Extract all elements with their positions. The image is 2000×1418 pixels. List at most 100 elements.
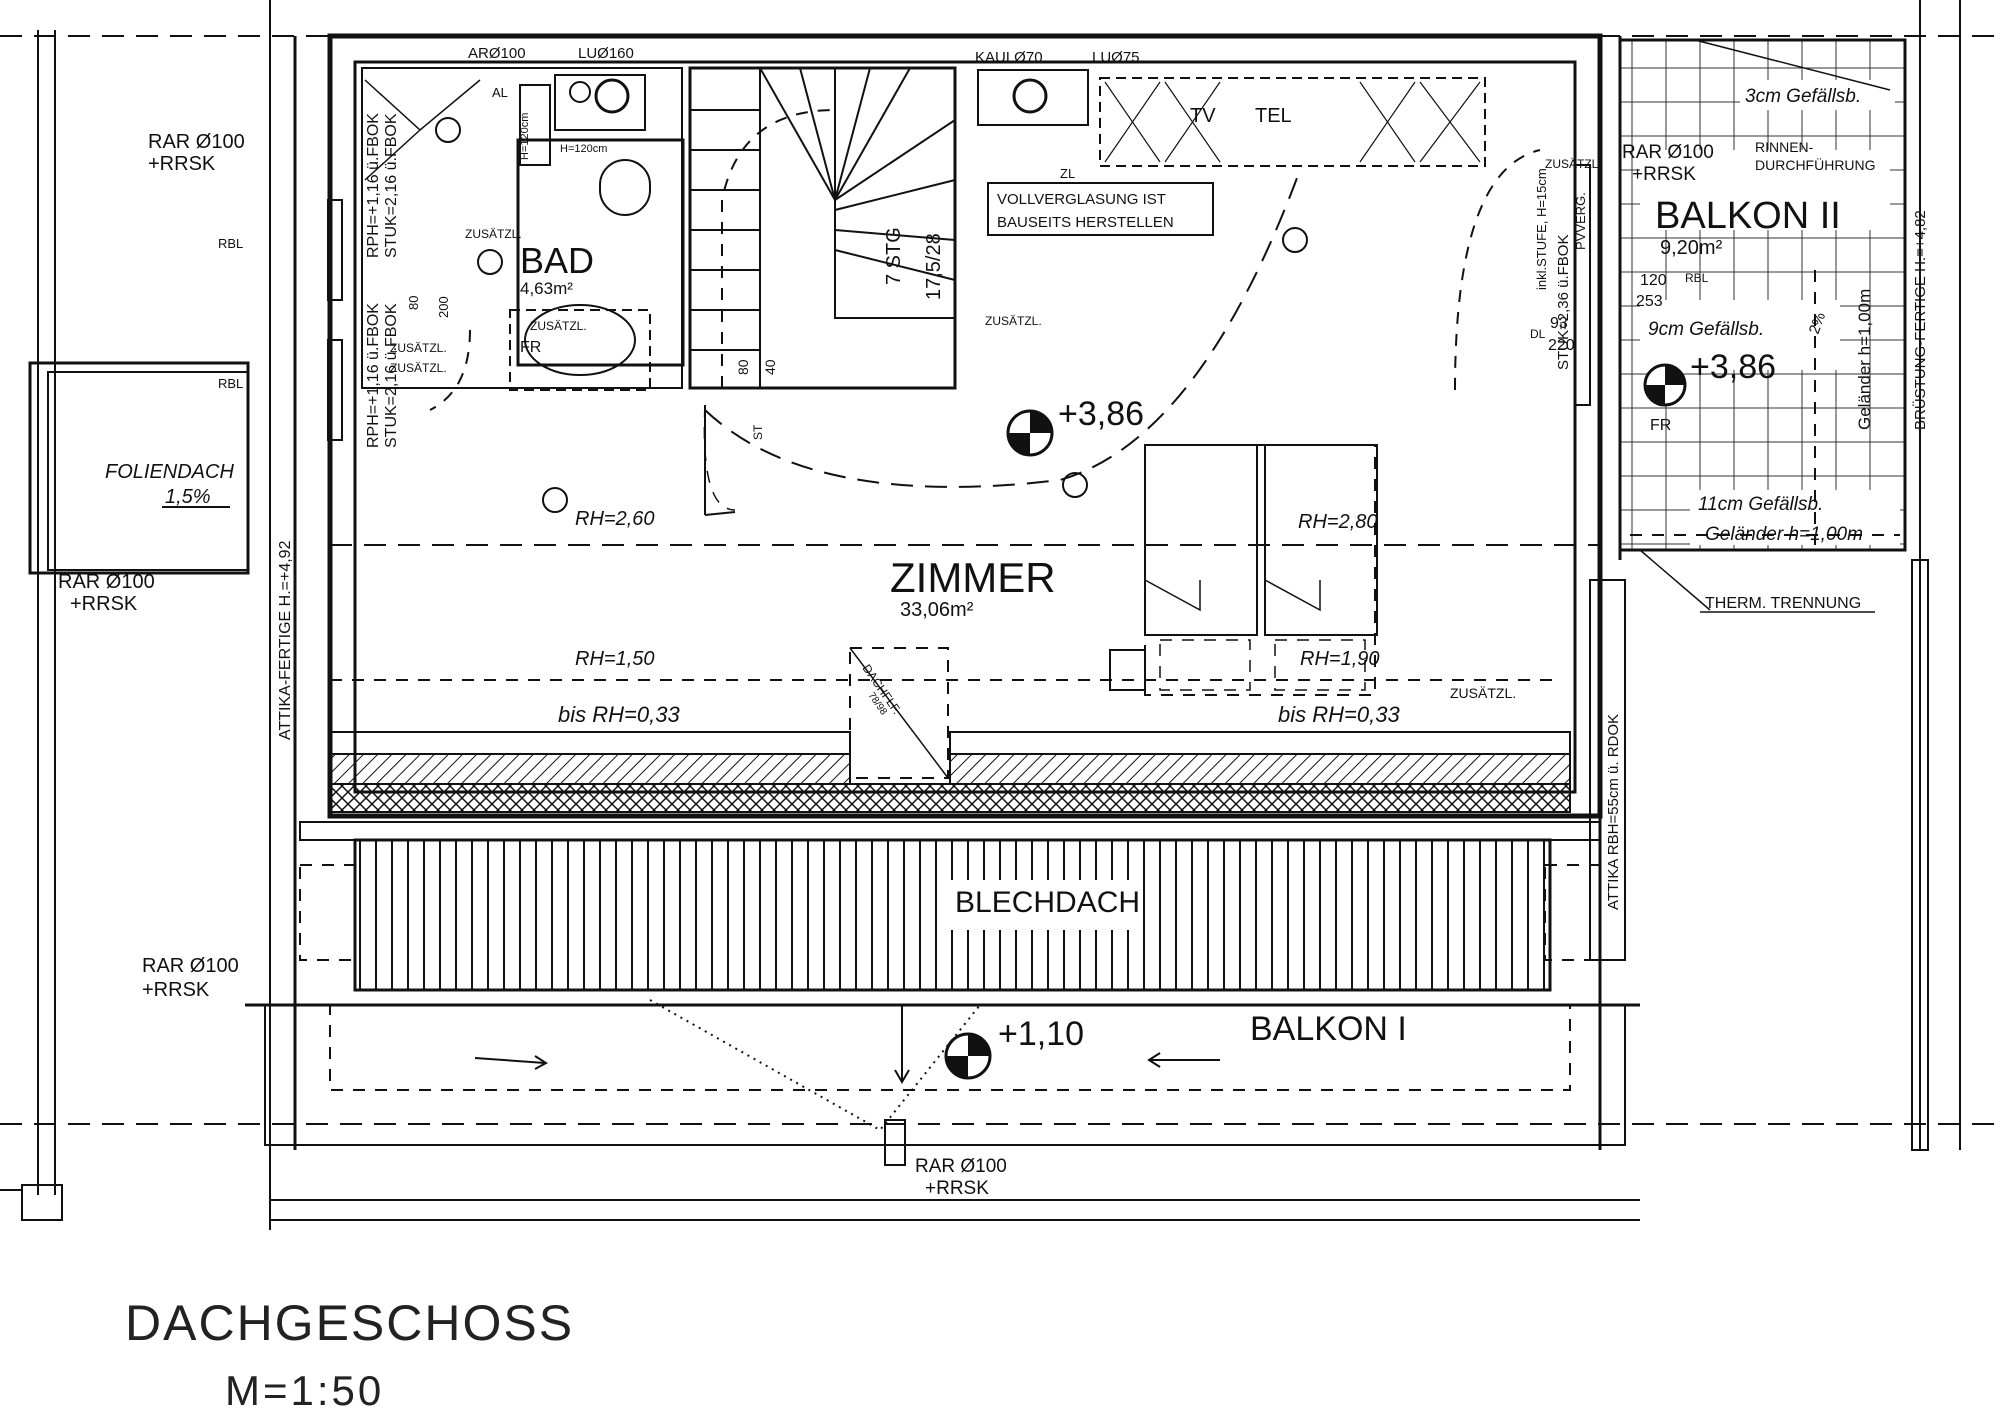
balkon-i: +1,10 BALKON I RAR Ø100 +RRSK RAR Ø100 +…: [142, 955, 1626, 1199]
kaul70-label: KAULØ70: [975, 49, 1043, 66]
rar-left-2: +RRSK: [148, 153, 216, 175]
dim80b: 80: [735, 359, 751, 375]
dim253: 253: [1636, 293, 1663, 310]
rar-bottom-1: RAR Ø100: [915, 1156, 1007, 1177]
stuk-left-2: STUK=2,16 ü.FBOK: [383, 113, 400, 258]
left-wall-labels: RPH=+1,16 ü.FBOK STUK=2,16 ü.FBOK RPH=+1…: [58, 113, 400, 740]
pct2: 2%: [1806, 310, 1829, 336]
rinnen-1: RINNEN-: [1755, 139, 1814, 155]
gefaell-9: 9cm Gefällsb.: [1648, 319, 1764, 340]
zimmer-room: ZIMMER 33,06m² +3,86 RH=2,60 RH=2,80 RH=…: [330, 149, 1600, 779]
balkon1-name: BALKON I: [1250, 1010, 1407, 1048]
rh260: RH=2,60: [575, 508, 655, 530]
dim93: 93: [1550, 315, 1568, 332]
lu160-label: LUØ160: [578, 45, 634, 62]
zusaetzl-7: ZUSÄTZL.: [1545, 157, 1602, 171]
stair-dim: 17,5/28: [923, 233, 945, 300]
rar-bottom-2: +RRSK: [925, 1178, 989, 1199]
rar-fol-2: +RRSK: [70, 593, 138, 615]
rbl-2: RBL: [218, 376, 243, 391]
zusaetzl-1: ZUSÄTZL.: [465, 227, 522, 241]
tv-label: TV: [1190, 105, 1216, 127]
dl-label: DL: [1530, 327, 1546, 341]
bad-room: ARØ100 LUØ160 AL H=120cm H=120cm BAD 4,6…: [361, 45, 685, 411]
zl-label: ZL: [1060, 166, 1075, 181]
roof-edge-construction: [329, 731, 1571, 813]
fr-bad: FR: [520, 339, 541, 356]
foliendach-slope: 1,5%: [165, 486, 211, 508]
fr-b2: FR: [1650, 417, 1671, 434]
lu75-label: LUØ75: [1092, 49, 1140, 66]
h120-a: H=120cm: [519, 113, 531, 160]
rinnen-2: DURCHFÜHRUNG: [1755, 156, 1876, 173]
ar100-label: ARØ100: [468, 45, 526, 62]
kitchen-row: KAULØ70 LUØ75 TV TEL ZL VOLLVERGLASUNG I…: [975, 49, 1486, 328]
attika-right: ATTIKA RBH=55cm ü. RDOK: [1605, 714, 1622, 910]
drawing-scale: M=1:50: [225, 1367, 384, 1414]
pvverg: PVVERG.: [1573, 192, 1588, 250]
balkon2-name: BALKON II: [1655, 195, 1841, 237]
dim120: 120: [1640, 272, 1667, 289]
balkon2-area: 9,20m²: [1660, 237, 1723, 259]
gelaender-v: Geländer h=1,00m: [1855, 289, 1874, 430]
gelaender-h: Geländer h=1,00m: [1705, 524, 1863, 545]
bad-area: 4,63m²: [520, 279, 573, 298]
rbl-1: RBL: [218, 236, 243, 251]
bis033-a: bis RH=0,33: [558, 702, 680, 727]
drawing-title: DACHGESCHOSS: [125, 1295, 574, 1351]
bruestung-label: BRÜSTUNG-FERTIGE H.=+4,82: [1911, 210, 1929, 430]
st-label: ST: [751, 424, 765, 440]
attika-left: ATTIKA-FERTIGE H.=+4,92: [277, 540, 294, 740]
h120-b: H=120cm: [560, 143, 607, 155]
al-label: AL: [492, 85, 508, 100]
rbl-3: RBL: [1685, 271, 1709, 285]
rar-b2-1: RAR Ø100: [1622, 142, 1714, 163]
reference-lines: [0, 0, 2000, 1230]
rar-bl-1: RAR Ø100: [142, 955, 239, 977]
dim220: 220: [1548, 337, 1575, 354]
stuk-left-1: RPH=+1,16 ü.FBOK: [365, 113, 382, 258]
rar-fol-1: RAR Ø100: [58, 571, 155, 593]
zusaetzl-2: ZUSÄTZL.: [530, 319, 587, 333]
stuk-left-4: STUK=2,16 ü.FBOK: [383, 303, 400, 448]
rar-b2-2: +RRSK: [1632, 164, 1696, 185]
therm-label: THERM. TRENNUNG: [1705, 595, 1861, 612]
rh280: RH=2,80: [1298, 511, 1378, 533]
foliendach-label: FOLIENDACH: [105, 461, 234, 483]
rh190: RH=1,90: [1300, 648, 1380, 670]
zusaetzl-5: ZUSÄTZL.: [985, 314, 1042, 328]
zimmer-name: ZIMMER: [890, 554, 1056, 601]
rh150: RH=1,50: [575, 648, 655, 670]
zusaetzl-3: ZUSÄTZL.: [390, 341, 447, 355]
gefaell-3: 3cm Gefällsb.: [1745, 86, 1861, 107]
zimmer-area: 33,06m²: [900, 599, 974, 621]
rar-bl-2: +RRSK: [142, 979, 210, 1001]
stair-steps: 7 STG: [883, 227, 905, 285]
dim200: 200: [436, 296, 451, 318]
level-balkon2: +3,86: [1690, 348, 1776, 386]
gefaell-11: 11cm Gefällsb.: [1698, 494, 1823, 515]
zusaetzl-4: ZUSÄTZL.: [390, 361, 447, 375]
blechdach-label: BLECHDACH: [955, 886, 1140, 919]
balkon-ii: 3cm Gefällsb. RAR Ø100 +RRSK RINNEN- DUR…: [1530, 38, 1907, 552]
stuk-right: STUK=2,36 ü.FBOK: [1555, 235, 1572, 370]
vollverglasung-2: BAUSEITS HERSTELLEN: [997, 214, 1174, 231]
right-side-labels: THERM. TRENNUNG BRÜSTUNG-FERTIGE H.=+4,8…: [1589, 210, 1929, 1151]
vollverglasung-1: VOLLVERGLASUNG IST: [997, 191, 1166, 208]
rar-left-1: RAR Ø100: [148, 131, 245, 153]
level-balkon1: +1,10: [998, 1015, 1084, 1053]
drain-box: [21, 1184, 63, 1221]
blechdach: BLECHDACH: [245, 821, 1640, 1007]
bis033-b: bis RH=0,33: [1278, 702, 1400, 727]
level-zimmer: +3,86: [1058, 395, 1144, 433]
foliendach: FOLIENDACH 1,5%: [28, 361, 250, 575]
tel-label: TEL: [1255, 105, 1292, 127]
dim40: 40: [762, 359, 778, 375]
staircase: 7 STG 17,5/28 80 40 ST: [688, 66, 957, 516]
dim80: 80: [406, 296, 421, 310]
bad-name: BAD: [520, 240, 594, 281]
stufe-right: inkl.STUFE, H=15cm: [1534, 168, 1549, 290]
zusaetzl-6: ZUSÄTZL.: [1450, 685, 1516, 701]
stuk-left-3: RPH=+1,16 ü.FBOK: [365, 303, 382, 448]
